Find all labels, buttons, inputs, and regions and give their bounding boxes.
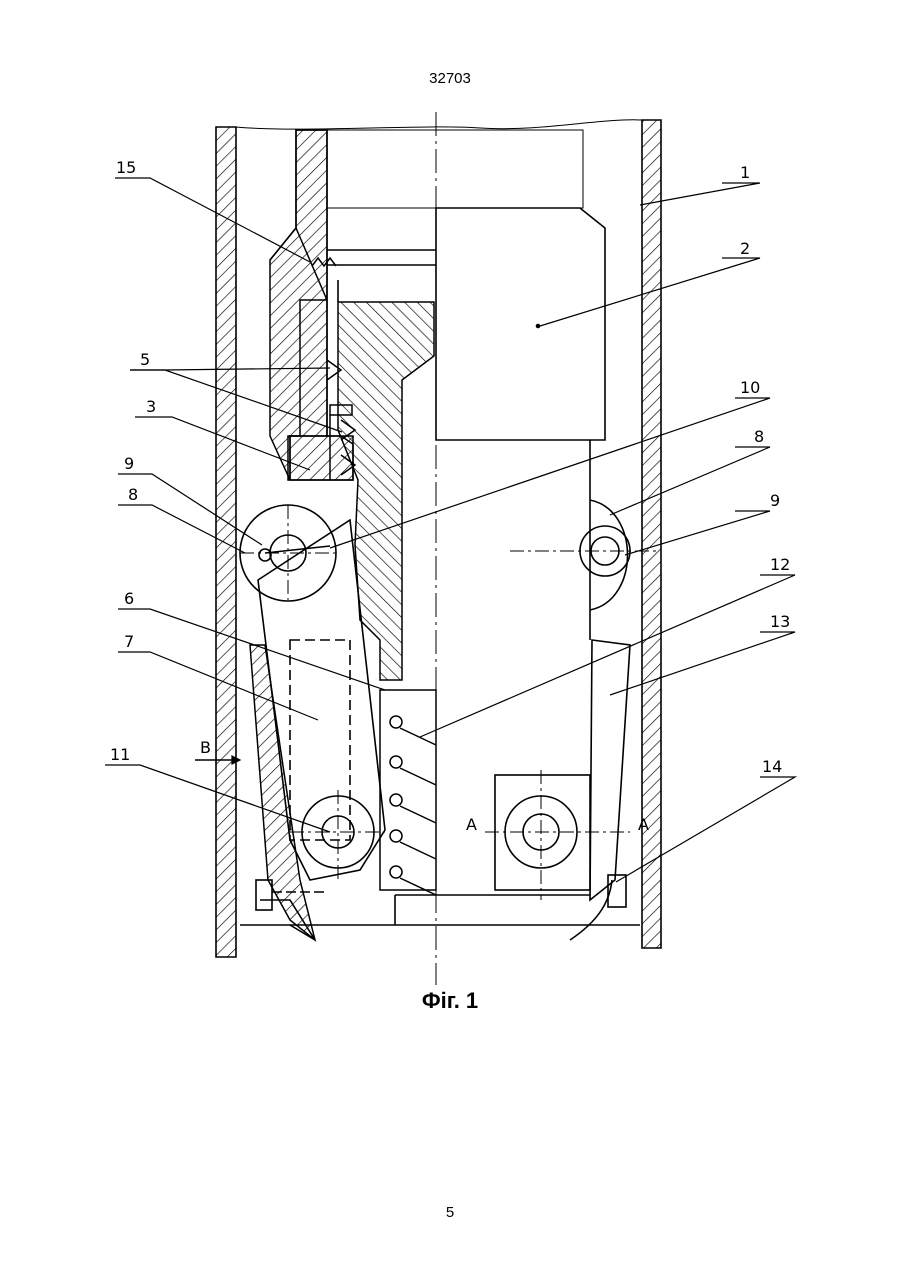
callout-9-right: 9 [770, 491, 780, 510]
callout-8-right: 8 [754, 427, 764, 446]
callout-3: 3 [146, 397, 156, 416]
view-mark-b: B [200, 738, 211, 757]
callout-9-left: 9 [124, 454, 134, 473]
callout-6: 6 [124, 589, 134, 608]
center-housing [338, 302, 434, 680]
callout-8-left: 8 [128, 485, 138, 504]
callout-10: 10 [740, 378, 760, 397]
figure-caption: Фіг. 1 [0, 988, 900, 1014]
section-mark-a-right: A [638, 815, 649, 834]
callout-12: 12 [770, 555, 790, 574]
page-number: 5 [0, 1204, 900, 1221]
callout-11: 11 [110, 745, 130, 764]
callout-1: 1 [740, 163, 750, 182]
right-pivot [510, 500, 660, 610]
coil-spring [380, 690, 436, 895]
left-pivot [240, 505, 340, 601]
callout-7: 7 [124, 632, 134, 651]
callout-13: 13 [770, 612, 790, 631]
callout-15: 15 [116, 158, 136, 177]
callout-2: 2 [740, 239, 750, 258]
callout-14: 14 [762, 757, 782, 776]
callout-5: 5 [140, 350, 150, 369]
section-mark-a-left: A [466, 815, 477, 834]
left-slip-wedge [250, 645, 315, 940]
